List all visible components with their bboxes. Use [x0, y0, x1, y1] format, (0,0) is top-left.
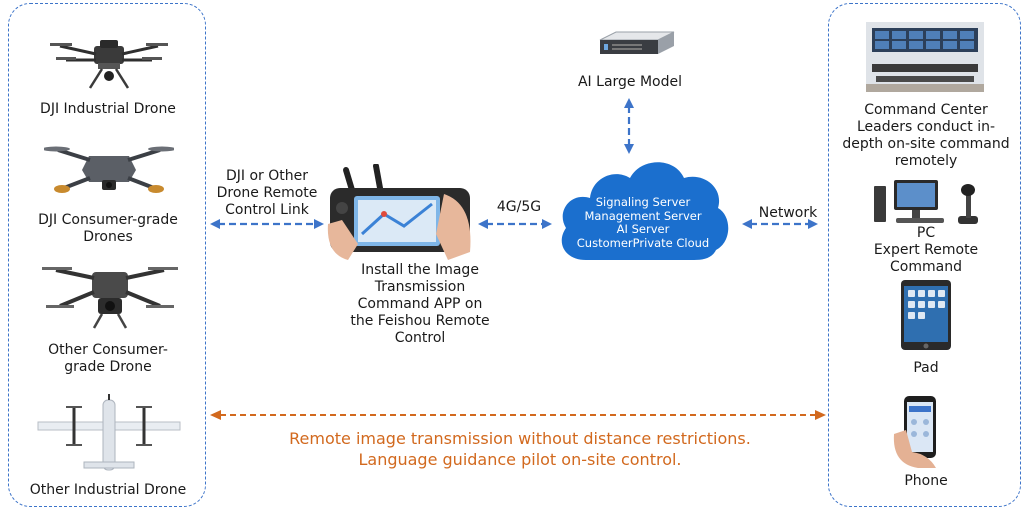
text-line: grade Drone — [64, 359, 152, 375]
command-center-icon — [866, 22, 984, 92]
arrowhead — [815, 410, 826, 420]
text-line: DJI Consumer-grade — [38, 212, 178, 228]
text-line: remotely — [894, 153, 958, 169]
arrowhead — [808, 219, 818, 229]
text-line: Pad — [913, 360, 939, 376]
phone-label: Phone — [836, 473, 1016, 490]
text-line: Management Server — [584, 208, 702, 223]
fixed-wing-drone-label: Other Industrial Drone — [18, 482, 198, 499]
text-line: Phone — [904, 473, 948, 489]
link-mid-label: 4G/5G — [496, 199, 542, 215]
arrowhead — [542, 219, 552, 229]
text-line: DJI Industrial Drone — [40, 101, 176, 117]
text-line: DJI or Other — [225, 168, 308, 184]
text-line: Remote image transmission without distan… — [289, 429, 751, 448]
text-line: the Feishou Remote — [350, 313, 490, 329]
tablet-label: Pad — [836, 360, 1016, 377]
text-line: Drone Remote — [216, 185, 318, 201]
text-line: CustomerPrivate Cloud — [576, 235, 710, 250]
arrowhead — [314, 219, 324, 229]
other-consumer-drone-label: Other Consumer-grade Drone — [18, 342, 198, 376]
fixed-wing-drone-icon — [37, 394, 181, 471]
arrowhead — [210, 410, 221, 420]
ai-model-label: AI Large Model — [577, 74, 683, 90]
industrial-drone-icon — [50, 40, 168, 89]
bottom-note: Remote image transmission without distan… — [250, 428, 790, 470]
arrowhead — [210, 219, 220, 229]
text-line: Control Link — [225, 202, 309, 218]
remote-controller-icon — [327, 164, 471, 260]
text-line: depth on-site command — [842, 136, 1010, 152]
text-line: Expert Remote — [873, 242, 979, 258]
text-line: Command — [890, 259, 962, 275]
text-line: AI Server — [616, 222, 670, 236]
rack-server-icon — [599, 31, 675, 54]
industrial-drone-label: DJI Industrial Drone — [18, 101, 198, 118]
drone-panel — [8, 3, 206, 507]
text-line: Command APP on — [357, 296, 483, 312]
text-line: Language guidance pilot on-site control. — [358, 450, 682, 469]
text-line: PC — [916, 225, 936, 241]
arrowhead — [742, 219, 752, 229]
text-line: Other Consumer- — [48, 342, 168, 358]
other-consumer-drone-icon — [42, 267, 178, 329]
text-line: Other Industrial Drone — [29, 482, 187, 498]
arrowhead — [624, 98, 634, 108]
tablet-icon — [901, 280, 951, 350]
phone-icon — [893, 396, 936, 468]
text-line: Install the Image — [361, 262, 479, 278]
text-line: Control — [394, 330, 446, 346]
arrowhead — [478, 219, 488, 229]
text-line: Leaders conduct in- — [856, 119, 996, 135]
pc-joystick-icon — [874, 180, 978, 224]
text-line: Drones — [83, 229, 133, 245]
text-line: Signaling Server — [595, 195, 691, 209]
consumer-drone-icon — [44, 146, 174, 193]
link-right-label: Network — [758, 205, 818, 221]
terminal-panel — [828, 3, 1021, 507]
cloud-icon — [561, 162, 729, 260]
text-line: Command Center — [864, 102, 988, 118]
text-line: Transmission — [374, 279, 466, 295]
arrowhead — [624, 144, 634, 154]
